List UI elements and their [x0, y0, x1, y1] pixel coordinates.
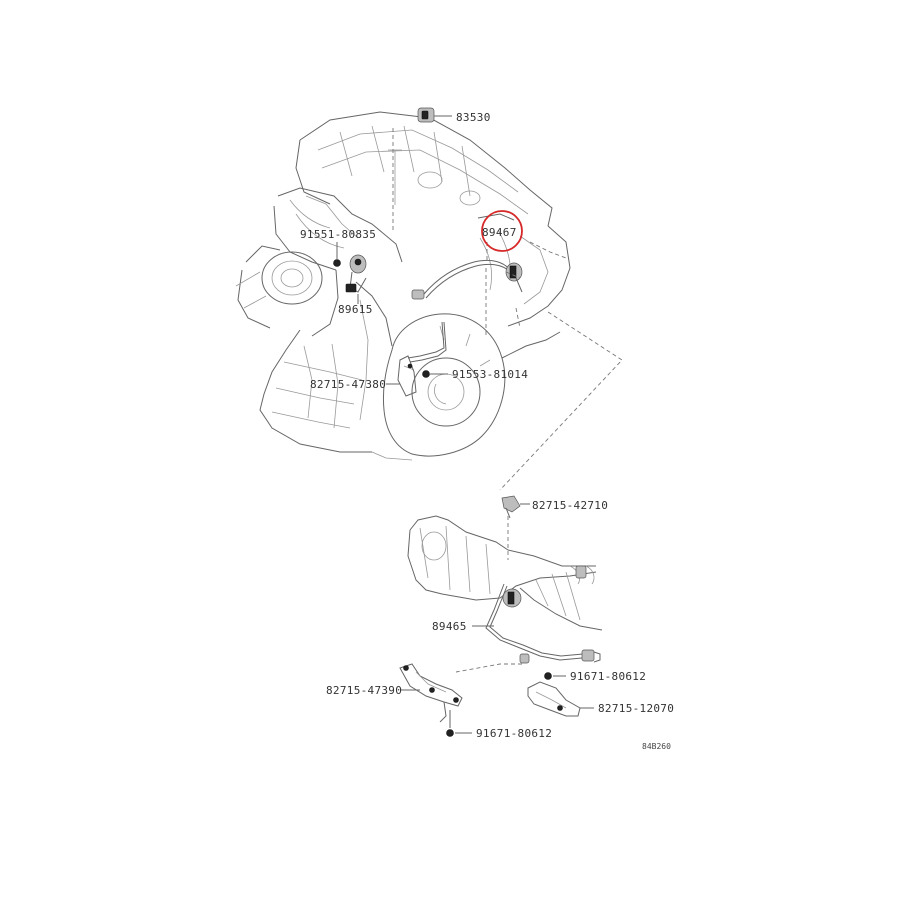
exhaust-catalyst-drawing: [407, 495, 603, 673]
figure-code: 84B260: [642, 742, 671, 751]
bolt-91671-lower-part: [446, 710, 472, 737]
label-83530: 83530: [456, 111, 491, 124]
bracket-82715-12070-part: [527, 681, 594, 717]
engine-block-drawing: [235, 111, 623, 491]
label-89467: 89467: [482, 226, 517, 239]
label-91551-80835: 91551-80835: [300, 228, 376, 241]
bolt-91553-part: [422, 370, 448, 378]
label-91671-80612-upper: 91671-80612: [570, 670, 646, 683]
label-82715-47380: 82715-47380: [310, 378, 386, 391]
leader-lines: [336, 242, 494, 627]
label-82715-12070: 82715-12070: [598, 702, 674, 715]
knock-sensor-part: [345, 254, 367, 302]
bolt-91671-upper-part: [544, 672, 566, 680]
label-91671-80612-lower: 91671-80612: [476, 727, 552, 740]
label-82715-42710: 82715-42710: [532, 499, 608, 512]
label-82715-47390: 82715-47390: [326, 684, 402, 697]
highlight-circle: [481, 210, 523, 252]
bolt-91551-part: [333, 245, 341, 267]
label-91553-81014: 91553-81014: [452, 368, 528, 381]
bracket-82715-47390-part: [399, 663, 463, 723]
label-89465: 89465: [432, 620, 467, 633]
sensor-83530-part: [417, 107, 452, 123]
label-89615: 89615: [338, 303, 373, 316]
